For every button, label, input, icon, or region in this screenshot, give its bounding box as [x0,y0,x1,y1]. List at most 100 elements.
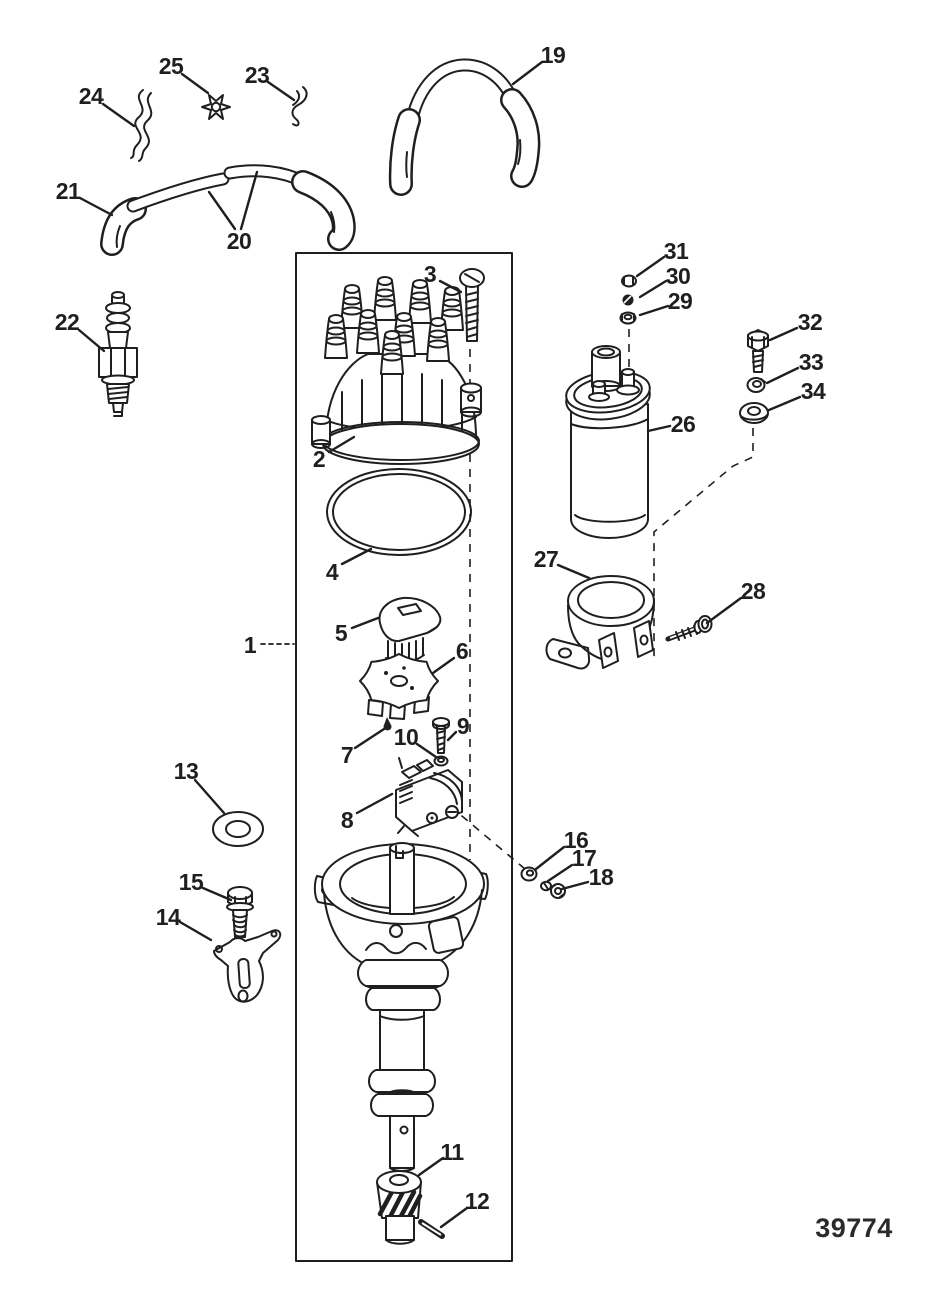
star-washer-25 [201,94,231,120]
callout-label-4: 4 [326,559,339,585]
callout-leader-26 [646,424,672,433]
terminal-nut-31 [621,274,637,288]
callout-label-7: 7 [341,742,353,768]
callout-leader-2 [327,435,356,454]
callout-label-25: 25 [159,53,184,79]
callout-label-22: 22 [55,309,80,335]
callout-label-24: 24 [79,83,104,109]
callout-label-3: 3 [424,261,436,287]
callout-leader-9 [446,730,458,742]
callout-label-19: 19 [541,42,566,68]
callout-leader-24 [101,102,136,128]
callout-leader-4 [340,547,373,566]
callout-label-11: 11 [440,1139,464,1165]
callout-leader-31 [635,255,666,278]
distributor-cap-2 [311,276,482,465]
callout-label-30: 30 [666,263,691,289]
callout-leader-32 [768,326,799,342]
callout-leader-25 [180,72,210,95]
callout-leader-12 [439,1206,469,1229]
callout-leader-20 [207,190,237,231]
callout-leader-21 [78,196,114,217]
callout-label-14: 14 [156,904,181,930]
callout-leader-15 [201,886,233,902]
callout-label-13: 13 [174,758,199,784]
callout-label-26: 26 [671,411,696,437]
callout-leader-29 [638,304,670,317]
callout-label-10: 10 [394,724,419,750]
hex-bolt-32 [747,329,769,373]
nut-18 [550,883,566,899]
callout-leader-19 [511,60,544,86]
callout-label-15: 15 [179,869,204,895]
washer-16 [520,866,538,882]
distributor-housing-1 [313,842,489,1172]
callout-leader-10 [415,742,438,759]
ignition-coil-26 [565,345,651,539]
flat-washer-34 [739,402,769,424]
callout-label-9: 9 [457,713,469,739]
callout-layer: 1234567891011121314151617181920212223242… [55,42,826,1229]
hold-down-clamp-14 [213,929,282,1003]
callout-label-18: 18 [589,864,614,890]
drive-gear-11 [376,1170,423,1245]
callout-leader-18 [560,880,590,891]
callout-label-6: 6 [456,638,468,664]
alignment-dashed-lines [449,329,754,870]
callout-label-12: 12 [465,1188,490,1214]
callout-leader-34 [767,395,802,412]
trigger-wheel-6 [359,653,439,720]
coil-bracket-27 [545,575,655,670]
callout-label-23: 23 [245,62,270,88]
terminal-nut-29 [619,311,637,325]
assembly-reference-box [295,252,513,1262]
wire-retainer-clip-24 [130,89,153,162]
callout-label-33: 33 [799,349,824,375]
callout-leader-3 [438,279,463,294]
spark-plug-22 [98,291,138,417]
callout-label-17: 17 [572,845,597,871]
drawing-number: 39774 [815,1213,893,1243]
lock-washer-17 [540,880,552,892]
callout-label-5: 5 [335,620,348,646]
bracket-screw-28 [665,615,713,642]
callout-label-2: 2 [313,446,325,472]
callout-leader-7 [353,727,386,750]
washer-10 [433,755,449,767]
callout-label-16: 16 [564,827,589,853]
callout-leader-14 [178,920,213,942]
clamp-bolt-15 [226,886,254,953]
callout-label-20: 20 [227,228,252,254]
callout-label-1: 1 [244,632,257,658]
callout-leader-22 [77,328,106,353]
callout-label-21: 21 [56,178,81,204]
callout-leader-6 [431,656,456,675]
callout-leader-5 [350,616,380,630]
callout-leader-20 [239,170,259,231]
gear-pin-12 [418,1219,445,1239]
o-ring-4 [326,468,472,556]
callout-label-31: 31 [664,238,689,264]
callout-leader-8 [355,792,394,815]
callout-leader-30 [638,279,668,299]
spark-plug-lead-21 [100,164,356,256]
lock-washer-30 [622,294,634,306]
sensor-screw-9 [432,717,450,754]
cap-screw-3 [459,268,485,342]
spark-plug-lead-19 [388,58,541,196]
callout-leader-16 [534,845,566,871]
callout-label-8: 8 [341,807,354,833]
callout-leader-11 [417,1156,445,1177]
flat-washer-13 [212,811,264,847]
callout-label-34: 34 [801,378,826,404]
callout-label-28: 28 [741,578,766,604]
callout-leader-27 [556,563,591,580]
callout-leader-17 [546,863,574,883]
callout-leader-13 [193,778,226,815]
retainer-clip-23 [291,86,308,127]
callout-leader-33 [765,366,800,385]
callout-leader-28 [705,596,743,625]
callout-label-32: 32 [798,309,823,335]
